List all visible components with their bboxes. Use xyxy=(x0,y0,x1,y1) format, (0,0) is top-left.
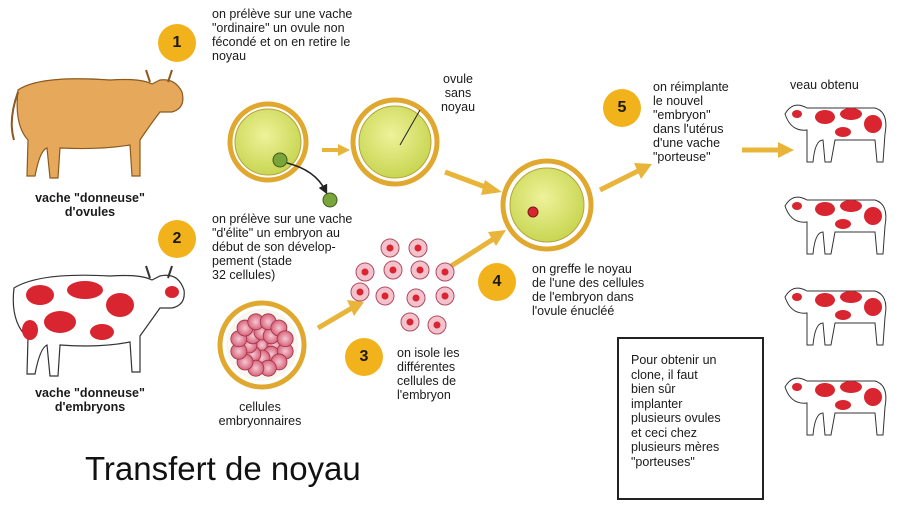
isolated-cell xyxy=(375,286,395,306)
isolated-cell xyxy=(380,238,400,258)
label-ovule-no-nucleus: ovule sans noyau xyxy=(440,72,476,114)
isolated-cell xyxy=(400,312,420,332)
isolated-cell xyxy=(427,315,447,335)
step-badge-3: 3 xyxy=(345,338,383,376)
calf-icon xyxy=(784,377,887,436)
calf-icon xyxy=(784,196,887,255)
label-embryo-cells: cellules embryonnaires xyxy=(218,400,302,428)
step-badge-5: 5 xyxy=(603,89,641,127)
isolated-cell xyxy=(435,286,455,306)
page-title: Transfert de noyau xyxy=(85,450,361,487)
step-badge-4: 4 xyxy=(478,263,516,301)
step-5-text: on réimplante le nouvel "embryon" dans l… xyxy=(653,80,729,164)
label-donor-embryos: vache "donneuse" d'embryons xyxy=(35,386,145,414)
label-donor-ovules: vache "donneuse" d'ovules xyxy=(35,191,145,219)
step-4-text: on greffe le noyau de l'une des cellules… xyxy=(532,262,645,318)
step-2-text: on prélève sur une vache "d'élite" un em… xyxy=(212,212,353,282)
isolated-cell xyxy=(435,262,455,282)
calves-group xyxy=(784,104,887,436)
spotted-cow-icon xyxy=(12,265,185,377)
isolated-cells xyxy=(350,238,455,335)
isolated-cell xyxy=(355,262,375,282)
isolated-cell xyxy=(350,282,370,302)
step-badge-2: 2 xyxy=(158,220,196,258)
tan-cow-icon xyxy=(10,69,184,179)
ovule-with-nucleus xyxy=(227,101,338,208)
calf-icon xyxy=(784,104,887,163)
ovule-without-nucleus xyxy=(350,97,440,187)
note-box: Pour obtenir un clone, il faut bien sûr … xyxy=(617,337,764,500)
step-1-text: on prélève sur une vache "ordinaire" un … xyxy=(212,7,353,63)
isolated-cell xyxy=(408,238,428,258)
isolated-cell xyxy=(406,288,426,308)
calf-icon xyxy=(784,287,887,346)
embryo-cell xyxy=(276,330,294,348)
step-3-text: on isole les différentes cellules de l'e… xyxy=(397,346,460,402)
ovule-with-grafted-nucleus xyxy=(500,158,594,252)
label-calf-result: veau obtenu xyxy=(790,78,859,92)
embryo-cluster xyxy=(217,300,307,390)
isolated-cell xyxy=(383,260,403,280)
isolated-cell xyxy=(410,260,430,280)
step-badge-1: 1 xyxy=(158,24,196,62)
